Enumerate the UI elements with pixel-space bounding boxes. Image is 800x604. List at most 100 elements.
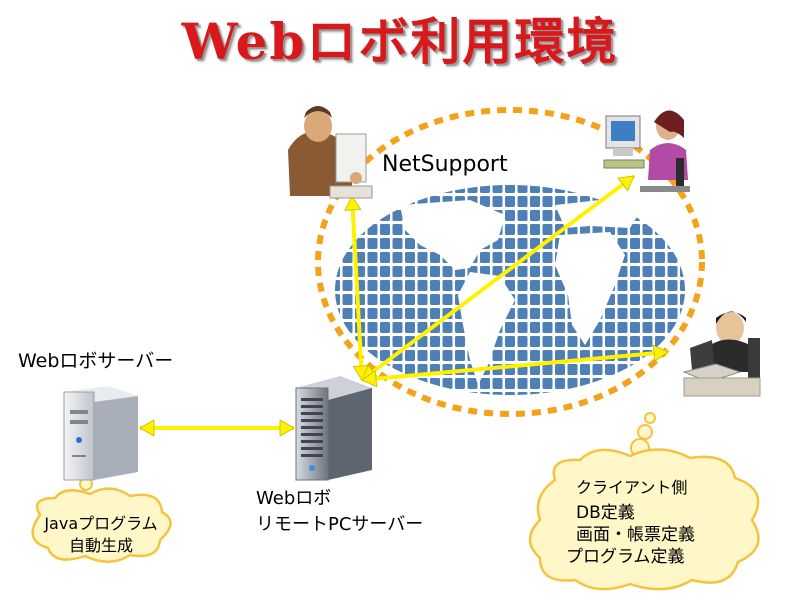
globe-tile [367,322,378,333]
globe-tile [667,252,678,263]
globe-tile [405,185,415,193]
globe-tile [680,224,685,235]
globe-tile [655,252,665,263]
globe-tile [335,238,340,249]
globe-tile [655,308,665,319]
globe-tile [642,308,653,319]
globe-tile [480,378,490,389]
globe-tile [555,294,565,305]
globe-tile [630,185,640,193]
globe-tile [642,238,653,249]
globe-tile [517,210,528,221]
globe-tile [392,185,403,193]
globe-tile [667,364,678,375]
globe-tile [455,350,465,361]
globe-tile [505,252,515,263]
continent-africa [555,232,625,345]
globe-tile [542,280,553,291]
globe-tile [630,336,640,347]
globe-tile [342,224,353,235]
globe-tile [630,224,640,235]
globe-tile [442,266,453,277]
globe-tile [430,294,440,305]
globe-tile [630,378,640,389]
globe-tile [542,294,553,305]
globe-tile [442,280,453,291]
globe-tile [480,252,490,263]
globe-tile [617,238,628,249]
globe-tile [542,210,553,221]
globe-tile [417,185,428,193]
globe-tile [417,280,428,291]
java-cloud-text-line1: Javaプログラム [44,514,158,533]
globe-tile [693,322,703,333]
globe-tile [405,378,415,389]
globe-tile [342,294,353,305]
globe-tile [355,210,365,221]
globe-tile [642,280,653,291]
globe-tile [555,280,565,291]
globe-tile [542,392,553,395]
globe-tile [492,350,503,361]
globe-tile [642,224,653,235]
globe-tile [542,350,553,361]
globe-tile [567,392,578,395]
globe-icon [335,182,703,395]
globe-tile [605,364,615,375]
globe-tile [355,252,365,263]
globe-tile [667,308,678,319]
globe-tile [630,238,640,249]
globe-tile [480,196,490,207]
globe-tile [367,280,378,291]
globe-tile [592,364,603,375]
globe-tile [555,350,565,361]
globe-tile [517,322,528,333]
globe-tile [392,308,403,319]
globe-tile [467,378,478,389]
globe-tile [430,280,440,291]
globe-tile [542,308,553,319]
globe-tile [342,252,353,263]
globe-tile [392,294,403,305]
globe-tile [430,185,440,193]
globe-tile [693,182,703,193]
tower-vent [301,405,323,408]
globe-tile [542,252,553,263]
globe-tile [642,196,653,207]
globe-tile [355,224,365,235]
globe-tile [530,308,540,319]
globe-tile [567,350,578,361]
globe-tile [505,392,515,395]
globe-tile [430,266,440,277]
globe-tile [642,336,653,347]
globe-tile [367,336,378,347]
tower-vent [301,447,323,450]
globe-tile [380,210,390,221]
tower-vent [301,419,323,422]
globe-tile [455,336,465,347]
globe-tile [667,266,678,277]
globe-tile [530,364,540,375]
globe-tile [617,308,628,319]
continent-north-america [400,200,505,270]
globe-tile [555,364,565,375]
globe-tile [417,266,428,277]
globe-tile [630,280,640,291]
globe-tile [392,196,403,207]
globe-tile [480,392,490,395]
globe-tile [617,336,628,347]
globe-tile [555,336,565,347]
globe-tile [542,224,553,235]
globe-tile [392,336,403,347]
globe-tile [492,392,503,395]
globe-tile [335,350,340,361]
globe-tile [517,392,528,395]
globe-tile [335,266,340,277]
globe-tile [605,308,615,319]
globe-tile [517,238,528,249]
globe-tile [517,336,528,347]
globe-tile [567,185,578,193]
globe-tile [542,378,553,389]
globe-tile [555,378,565,389]
